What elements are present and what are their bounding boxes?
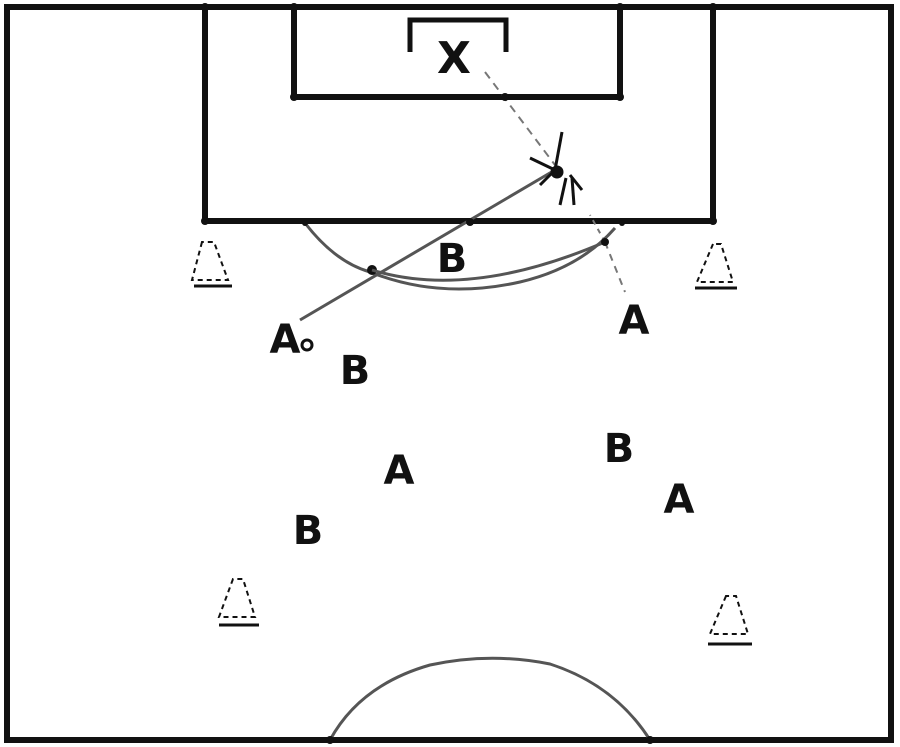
- pass-line: [299, 168, 556, 322]
- player-b-label: B: [604, 426, 635, 472]
- pass-node: [601, 238, 609, 246]
- goal: [407, 17, 509, 52]
- post-dot: [616, 3, 624, 11]
- post-dot: [290, 93, 298, 101]
- post-dot: [302, 220, 308, 226]
- post-dot: [709, 3, 717, 11]
- ball-icon: [300, 338, 314, 352]
- player-a-label: A: [619, 298, 650, 344]
- shot-burst-icon: [529, 131, 584, 206]
- player-b-label: B: [437, 236, 468, 282]
- pass-node: [501, 93, 509, 101]
- cone-icon: [190, 241, 232, 288]
- player-b-label: B: [293, 508, 324, 554]
- post-dot: [201, 217, 209, 225]
- post-dot: [646, 736, 654, 744]
- player-a-label: A: [664, 477, 695, 523]
- post-dot: [326, 736, 334, 744]
- post-dot: [616, 93, 624, 101]
- player-a-label: A: [270, 317, 301, 363]
- field-lines: [4, 3, 894, 744]
- player-a-label: A: [384, 448, 415, 494]
- run-line-dashed: [604, 241, 626, 293]
- center-arc: [328, 656, 652, 741]
- pass-node: [466, 218, 474, 226]
- cone-icon: [217, 578, 259, 627]
- goal-area: [291, 4, 623, 100]
- run-line-dashed: [484, 71, 556, 166]
- post-dot: [290, 3, 298, 11]
- cross-line: [371, 240, 606, 282]
- player-b-label: B: [340, 348, 371, 394]
- movement-lines: [299, 71, 626, 322]
- post-dot: [709, 217, 717, 225]
- post-dot: [619, 220, 625, 226]
- penalty-arc: [303, 222, 617, 291]
- goalkeeper-label: X: [437, 33, 471, 84]
- cone-icon: [695, 243, 737, 290]
- post-dot: [201, 3, 209, 11]
- field-outline: [4, 4, 894, 743]
- cone-icon: [708, 595, 752, 646]
